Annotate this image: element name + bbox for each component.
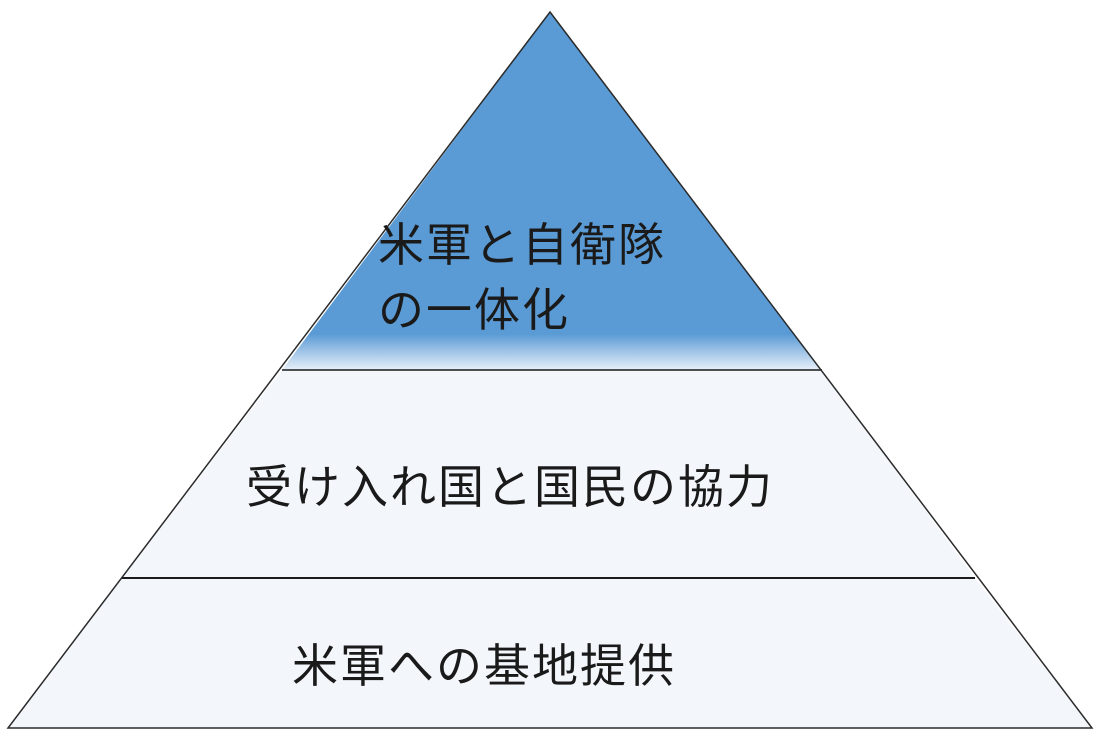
pyramid-tier-bottom <box>8 578 1092 728</box>
pyramid-outline <box>6 10 1094 729</box>
tier-label-top-line-1: 米軍と自衛隊 <box>378 218 666 272</box>
pyramid-tier-middle <box>122 370 975 578</box>
tier-label-top: 米軍と自衛隊 の一体化 <box>378 213 666 344</box>
tier-label-top-line-2: の一体化 <box>378 283 570 338</box>
tier-label-bottom: 米軍への基地提供 <box>292 634 676 699</box>
pyramid-tier-top <box>282 12 822 370</box>
tier-label-middle: 受け入れ国と国民の協力 <box>246 455 774 520</box>
tier-label-bottom-line-1: 米軍への基地提供 <box>292 639 676 693</box>
tier-label-middle-line-1: 受け入れ国と国民の協力 <box>246 460 774 514</box>
